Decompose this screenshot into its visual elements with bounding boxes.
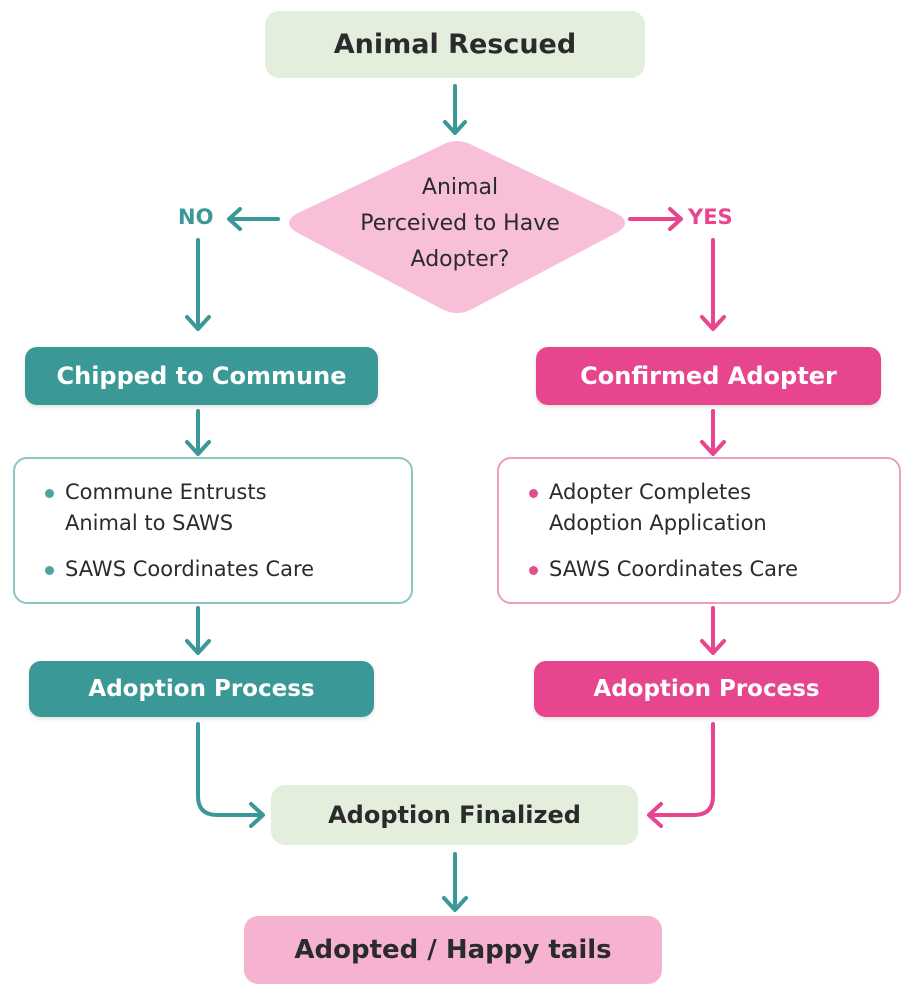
node-chipped-to-commune-label: Chipped to Commune: [56, 362, 347, 390]
node-animal-rescued-label: Animal Rescued: [333, 29, 577, 60]
left-list-item-1-line-1: Commune Entrusts: [65, 480, 267, 504]
left-list-box: Commune Entrusts Animal to SAWS SAWS Coo…: [13, 457, 413, 604]
decision-text: Animal Perceived to Have Adopter?: [300, 170, 620, 278]
right-list-box: Adopter Completes Adoption Application S…: [497, 457, 901, 604]
left-list-item-1-line-2: Animal to SAWS: [65, 511, 234, 535]
node-confirmed-adopter-label: Confirmed Adopter: [580, 362, 837, 390]
decision-diamond: [289, 141, 625, 313]
right-list-item-1-line-1: Adopter Completes: [549, 480, 752, 504]
node-animal-rescued: Animal Rescued: [265, 11, 645, 78]
decision-line-1: Animal: [421, 175, 499, 200]
node-left-adoption-process-label: Adoption Process: [88, 676, 315, 702]
node-adoption-finalized-label: Adoption Finalized: [328, 801, 581, 829]
right-list-item-2: SAWS Coordinates Care: [529, 554, 879, 585]
decision-line-3: Adopter?: [410, 247, 510, 272]
node-right-adoption-process: Adoption Process: [534, 661, 879, 717]
left-list-item-2-text: SAWS Coordinates Care: [65, 557, 315, 581]
no-label: NO: [178, 205, 214, 229]
decision-line-2: Perceived to Have: [360, 211, 560, 236]
bullet-icon: [529, 566, 538, 575]
bullet-icon: [45, 489, 54, 498]
node-chipped-to-commune: Chipped to Commune: [25, 347, 378, 405]
node-adopted-happy-tails-label: Adopted / Happy tails: [294, 935, 612, 965]
bullet-icon: [45, 566, 54, 575]
left-list-item-2: SAWS Coordinates Care: [45, 554, 391, 585]
left-list-item-1: Commune Entrusts Animal to SAWS: [45, 477, 391, 539]
node-left-adoption-process: Adoption Process: [29, 661, 374, 717]
bullet-icon: [529, 489, 538, 498]
node-adopted-happy-tails: Adopted / Happy tails: [244, 916, 662, 984]
right-list-item-1: Adopter Completes Adoption Application: [529, 477, 879, 539]
node-adoption-finalized: Adoption Finalized: [271, 785, 638, 845]
right-list-item-2-text: SAWS Coordinates Care: [549, 557, 799, 581]
yes-label: YES: [688, 205, 733, 229]
right-list-item-1-line-2: Adoption Application: [549, 511, 767, 535]
node-confirmed-adopter: Confirmed Adopter: [536, 347, 881, 405]
node-right-adoption-process-label: Adoption Process: [593, 676, 820, 702]
